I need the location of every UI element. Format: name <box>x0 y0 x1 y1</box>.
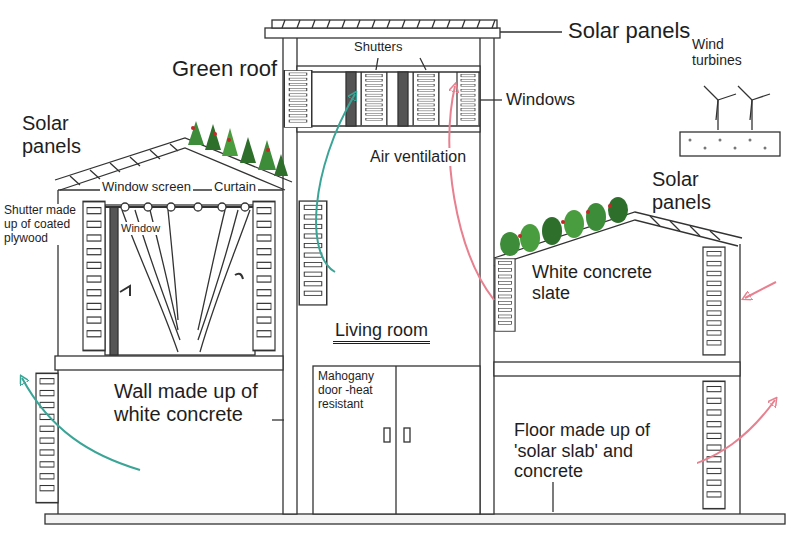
part-label: Window <box>119 222 162 235</box>
material-label: Mahogany door -heat resistant <box>316 370 394 411</box>
material-label: Wall made up of white concrete <box>112 380 272 426</box>
part-label: Window screen <box>100 180 193 195</box>
material-label: Floor made up of 'solar slab' and concre… <box>512 420 697 482</box>
roof-label: Solar panels <box>20 112 110 158</box>
part-label: Wind turbines <box>690 36 770 68</box>
room-label: Living room <box>333 320 430 344</box>
roof-label: Solar panels <box>650 168 750 214</box>
roof-label: Green roof <box>170 56 279 81</box>
part-label: Windows <box>504 90 577 110</box>
part-label: Curtain <box>212 180 258 195</box>
flow-label: Air ventilation <box>368 148 468 166</box>
material-label: Shutter made up of coated plywood <box>2 204 80 245</box>
part-label: Shutters <box>352 40 404 55</box>
material-label: White concrete slate <box>530 262 680 303</box>
roof-label: Solar panels <box>566 18 692 43</box>
